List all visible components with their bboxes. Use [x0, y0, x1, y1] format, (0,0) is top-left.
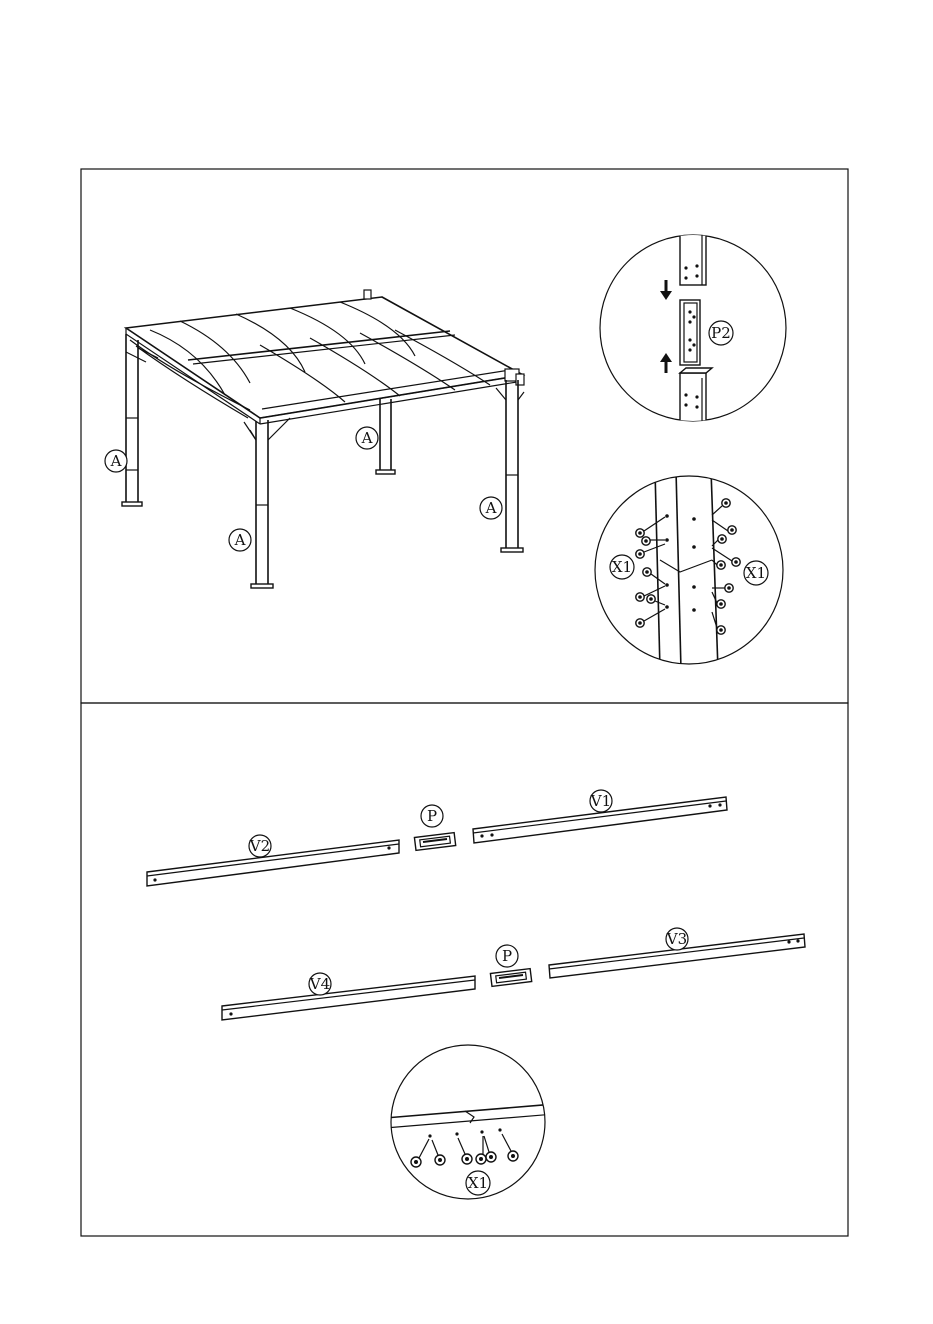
connector-p-bottom: P [490, 945, 531, 986]
post-label-back-right: A [356, 427, 378, 449]
post-label-front-left: A [229, 529, 251, 551]
svg-text:P2: P2 [711, 324, 731, 342]
svg-text:A: A [485, 499, 497, 517]
gazebo-post-back-left [122, 334, 158, 506]
beam-v3: V3 [549, 928, 805, 978]
part-label-x1-right: X1 [744, 561, 768, 585]
gazebo-illustration: A A A A [105, 290, 524, 588]
gazebo-post-back-right [376, 399, 395, 474]
svg-text:A: A [361, 429, 373, 447]
beam-v2: V2 [147, 835, 399, 886]
part-label-x1-joint: X1 [466, 1171, 490, 1195]
svg-text:P: P [502, 947, 512, 965]
svg-text:V2: V2 [249, 837, 270, 855]
post-label-back-left: A [105, 450, 127, 472]
svg-text:A: A [234, 531, 246, 549]
detail-circle-x1-screws: X1 X1 [595, 470, 783, 670]
svg-text:V1: V1 [590, 792, 611, 810]
detail-circle-p2-connector: P2 [600, 225, 786, 433]
post-label-front-right: A [480, 497, 502, 519]
beam-v4: V4 [222, 973, 475, 1020]
svg-text:V4: V4 [309, 975, 330, 993]
gazebo-roof [126, 290, 524, 424]
gazebo-post-front-left [244, 418, 290, 588]
gazebo-post-front-right [496, 380, 524, 552]
connector-p-top: P [414, 805, 455, 850]
svg-text:X1: X1 [746, 564, 766, 582]
detail-circle-beam-joint: X1 [385, 1045, 555, 1199]
svg-text:A: A [110, 452, 122, 470]
svg-text:P: P [427, 807, 437, 825]
svg-text:X1: X1 [468, 1174, 488, 1192]
part-label-x1-left: X1 [610, 555, 634, 579]
svg-text:V3: V3 [666, 930, 687, 948]
svg-text:X1: X1 [612, 558, 632, 576]
p2-connector-insert [680, 300, 700, 365]
part-label-p2: P2 [709, 321, 733, 345]
beam-v1: V1 [473, 790, 727, 843]
